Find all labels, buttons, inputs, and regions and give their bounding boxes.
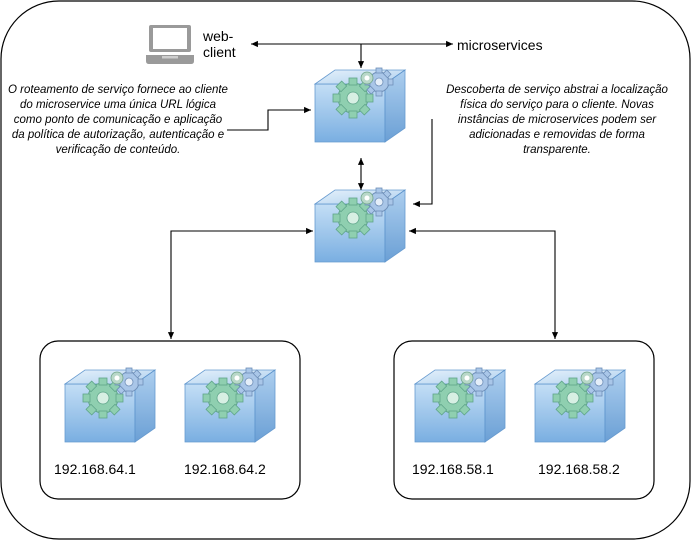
node-ip-label: 192.168.58.2	[538, 461, 620, 477]
routing-note: O roteamento de serviço fornece ao clien…	[8, 84, 228, 156]
cluster-right-box	[393, 340, 655, 500]
service-cube-icon	[184, 367, 276, 443]
discovery-left-cluster-connector	[167, 227, 313, 339]
node-ip-label: 192.168.58.1	[412, 461, 494, 477]
routing-note-pointer	[227, 106, 311, 131]
web-client-label: web- client	[203, 28, 236, 60]
router-cube-icon	[314, 67, 406, 143]
cluster-left-box	[39, 340, 301, 500]
laptop-icon	[146, 25, 194, 64]
microservices-label: microservices	[457, 37, 543, 53]
discovery-right-cluster-connector	[409, 227, 559, 339]
node-ip-label: 192.168.64.2	[184, 461, 266, 477]
service-cube-icon	[64, 367, 156, 443]
service-cube-icon	[414, 367, 506, 443]
discovery-cube-icon	[314, 187, 406, 263]
discovery-note: Descoberta de serviço abstrai a localiza…	[446, 84, 668, 156]
service-cube-icon	[534, 367, 626, 443]
node-ip-label: 192.168.64.1	[54, 461, 136, 477]
discovery-note-pointer	[413, 119, 433, 208]
